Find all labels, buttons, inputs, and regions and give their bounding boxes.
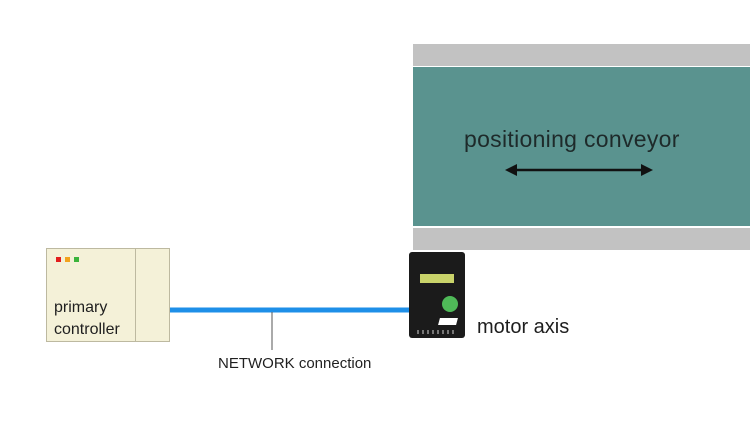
primary-controller: primary controller bbox=[46, 248, 170, 342]
conveyor-label: positioning conveyor bbox=[464, 126, 680, 152]
drive-badge bbox=[438, 318, 458, 325]
network-label: NETWORK connection bbox=[218, 355, 372, 372]
controller-label-line2: controller bbox=[54, 321, 120, 338]
drive-knob bbox=[442, 296, 458, 312]
conveyor-bottom-rail bbox=[413, 228, 750, 250]
controller-divider bbox=[135, 249, 136, 341]
status-led-orange bbox=[65, 257, 70, 262]
status-led-green bbox=[74, 257, 79, 262]
drive-display bbox=[420, 274, 454, 283]
controller-label: primary controller bbox=[54, 297, 134, 341]
double-arrow-icon bbox=[505, 164, 653, 176]
positioning-conveyor bbox=[413, 67, 750, 226]
motor-axis-label: motor axis bbox=[477, 316, 570, 338]
drive-icon bbox=[409, 252, 465, 338]
controller-label-line1: primary bbox=[54, 299, 108, 316]
status-led-red bbox=[56, 257, 61, 262]
conveyor-top-rail bbox=[413, 44, 750, 66]
drive-vents bbox=[417, 330, 457, 334]
